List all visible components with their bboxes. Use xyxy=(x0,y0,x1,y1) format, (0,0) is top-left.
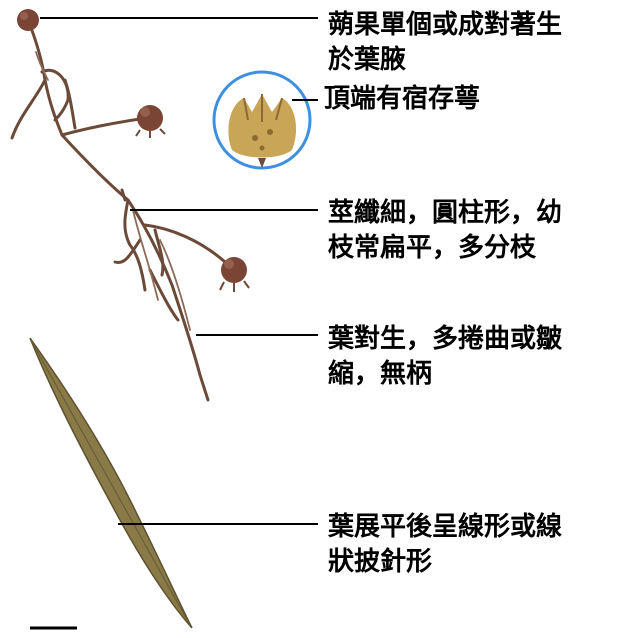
flattened-leaf xyxy=(29,337,193,629)
stem-label: 莖纖細，圓柱形，幼 枝常扁平，多分枝 xyxy=(328,198,563,263)
calyx-label: 頂端有宿存萼 xyxy=(324,84,481,114)
capsule-top xyxy=(17,9,39,31)
calyx-inset xyxy=(212,70,312,170)
capsule-label: 蒴果單個或成對著生 於葉腋 xyxy=(328,10,563,75)
capsule-middle xyxy=(135,105,166,138)
leaf-label: 葉對生，多捲曲或皺 縮，無柄 xyxy=(328,324,563,389)
leaf-blade-label: 葉展平後呈線形或線 狀披針形 xyxy=(328,512,563,577)
callout-lines xyxy=(40,17,318,525)
capsule-lower xyxy=(219,257,250,292)
dried-stems xyxy=(10,18,227,402)
fine-stems xyxy=(35,51,191,331)
